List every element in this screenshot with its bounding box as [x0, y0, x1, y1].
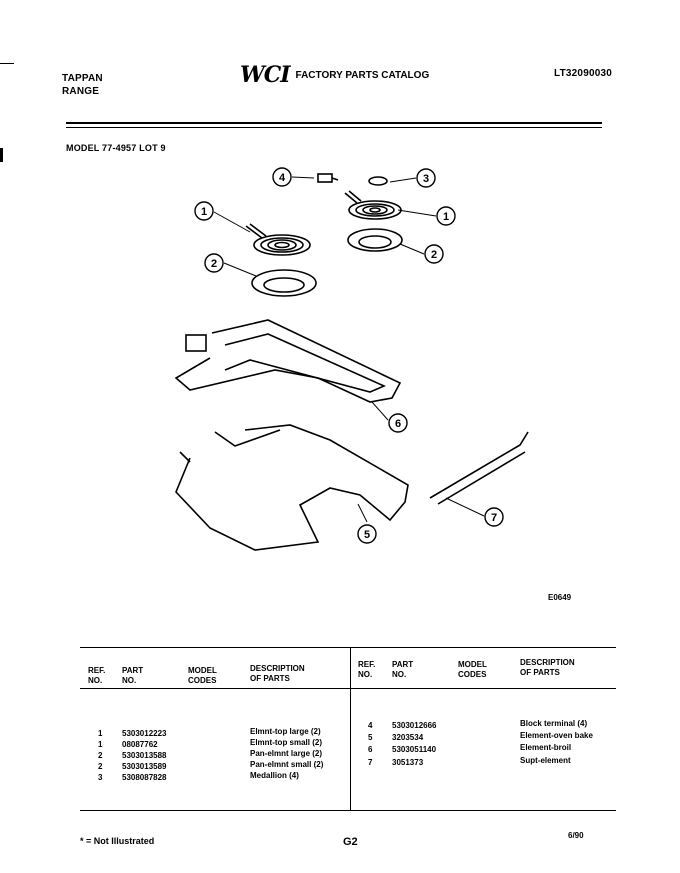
callout-circle-6 [388, 413, 408, 433]
part-cell: 3051373 [392, 758, 424, 767]
callout-circle-5 [357, 524, 377, 544]
drip-pan-small [347, 228, 403, 252]
header-rule-top [66, 122, 602, 124]
part-cell: 5308087828 [122, 773, 167, 782]
callout-label-4: 4 [279, 172, 286, 184]
leader-1-left [213, 211, 251, 233]
desc-cell: Block terminal (4) [520, 719, 588, 728]
catalog-title: FACTORY PARTS CATALOG [295, 69, 430, 81]
header-ref-no-left: REF. NO. [88, 666, 106, 685]
callout-circle-4 [272, 167, 292, 187]
callout-circle-2-right [424, 244, 444, 264]
callout-label-7: 7 [491, 512, 497, 524]
part-cell: 5303012666 [392, 721, 437, 730]
catalog-header: WCI FACTORY PARTS CATALOG [240, 62, 429, 88]
header-rule-bottom [66, 127, 602, 128]
not-illustrated-legend: * = Not Illustrated [80, 836, 155, 846]
part-cell: 5303013589 [122, 762, 167, 771]
callout-circle-2-left [204, 253, 224, 273]
surface-element-small [344, 190, 402, 220]
brand-line-1: TAPPAN [62, 73, 103, 84]
ref-cell: 1 [98, 740, 103, 749]
ref-cell: 6 [368, 745, 373, 754]
table-rule-header [80, 688, 616, 689]
leader-2-left [223, 262, 257, 277]
desc-cell: Pan-elmnt large (2) [250, 749, 323, 758]
leader-3 [389, 177, 417, 183]
callout-label-3: 3 [423, 173, 429, 185]
header-model-codes-left: MODEL CODES [188, 666, 217, 685]
ref-cell: 3 [98, 773, 103, 782]
part-cell: 08087762 [122, 740, 158, 749]
medallion [368, 176, 388, 186]
broil-element [174, 319, 402, 403]
callout-label-2-left: 2 [211, 258, 217, 270]
catalog-number: LT32090030 [554, 68, 612, 79]
bake-element [175, 424, 409, 551]
part-cell: 3203534 [392, 733, 424, 742]
callout-label-1-left: 1 [201, 206, 207, 218]
part-cell: 5303012223 [122, 729, 167, 738]
header-part-no-right: PART NO. [392, 660, 414, 679]
desc-cell: Element-oven bake [520, 731, 593, 740]
header-part-no-left: PART NO. [122, 666, 144, 685]
wci-logo: WCI [240, 62, 291, 88]
leader-4 [291, 176, 315, 179]
brand-block: TAPPAN RANGE [62, 72, 103, 98]
drip-pan-large [251, 269, 317, 297]
callout-circle-7 [484, 507, 504, 527]
page-number: G2 [343, 836, 358, 848]
leader-7 [445, 497, 485, 517]
table-rule-top [80, 647, 616, 648]
ref-cell: 5 [368, 733, 373, 742]
callout-label-6: 6 [395, 418, 401, 430]
leader-1-right [397, 209, 437, 217]
header-ref-no-right: REF. NO. [358, 660, 376, 679]
ref-cell: 2 [98, 751, 103, 760]
callout-label-5: 5 [364, 529, 370, 541]
scan-mark [0, 148, 3, 162]
element-support [429, 431, 529, 505]
callout-circle-3 [416, 168, 436, 188]
header-description-right: DESCRIPTION OF PARTS [520, 658, 575, 677]
brand-line-2: RANGE [62, 86, 100, 97]
desc-cell: Pan-elmnt small (2) [250, 760, 324, 769]
header-model-codes-right: MODEL CODES [458, 660, 487, 679]
figure-code: E0649 [548, 593, 572, 602]
leader-6 [371, 401, 389, 421]
callout-label-2-right: 2 [431, 249, 437, 261]
table-rule-bottom [80, 810, 616, 811]
callout-circle-1-right [436, 206, 456, 226]
desc-cell: Supt-element [520, 756, 571, 765]
desc-cell: Elmnt-top small (2) [250, 738, 323, 747]
model-line: MODEL 77-4957 LOT 9 [66, 143, 166, 153]
ref-cell: 7 [368, 758, 373, 767]
revision-date: 6/90 [568, 831, 584, 840]
part-cell: 5303013588 [122, 751, 167, 760]
desc-cell: Elmnt-top large (2) [250, 727, 321, 736]
scan-mark [0, 63, 14, 64]
surface-element-large [245, 223, 311, 256]
exploded-parts-diagram: 1 2 3 4 1 2 6 7 5 [174, 167, 529, 551]
desc-cell: Medallion (4) [250, 771, 299, 780]
block-terminal [317, 173, 339, 183]
callout-label-1-right: 1 [443, 211, 449, 223]
ref-cell: 2 [98, 762, 103, 771]
leader-5 [357, 503, 368, 523]
leader-2-right [399, 243, 425, 255]
desc-cell: Element-broil [520, 743, 572, 752]
ref-cell: 1 [98, 729, 103, 738]
part-cell: 5303051140 [392, 745, 437, 754]
table-column-divider [350, 648, 351, 810]
ref-cell: 4 [368, 721, 373, 730]
callout-circle-1-left [194, 201, 214, 221]
header-description-left: DESCRIPTION OF PARTS [250, 664, 305, 683]
